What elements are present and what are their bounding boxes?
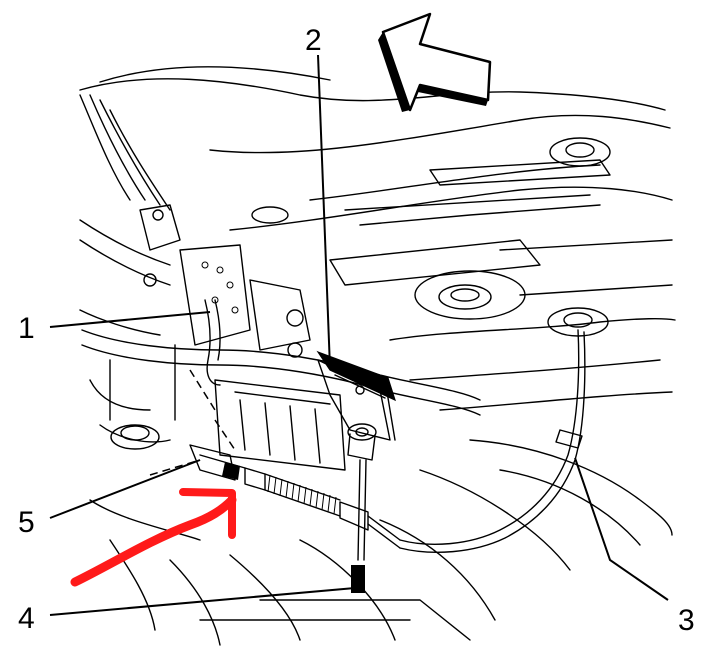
park-brake-lever-assembly [139,204,311,386]
callout-4-label: 4 [18,602,35,635]
leader-3 [574,457,669,601]
callout-5-label: 5 [18,506,35,539]
leader-5 [49,459,201,519]
red-hand-drawn-arrow-icon [70,488,237,587]
callout-3-label: 3 [678,604,695,637]
rear-park-brake-cable [399,329,586,554]
underbody-outline [79,66,676,646]
cable-guide-pivot [347,423,377,461]
cable-equalizer-bracket [316,350,396,441]
leader-4 [49,587,356,616]
cable-return-spring [264,473,341,517]
callout-leaders [49,54,669,616]
front-direction-arrow-icon [378,12,492,112]
callout-2-label: 2 [305,24,322,57]
adjuster-rod [351,459,367,593]
callout-1-label: 1 [18,312,35,345]
leader-1 [49,311,211,328]
floor-grommets [251,137,611,337]
leader-2 [317,54,331,369]
